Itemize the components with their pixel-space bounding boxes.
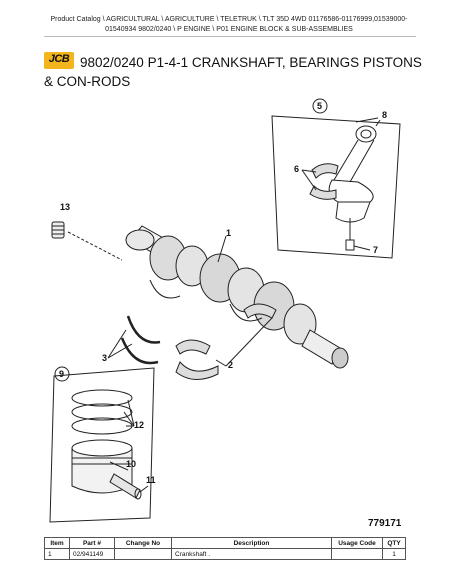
parts-diagram: 5 9 1 2 3 6 7 8 10 11 12 13	[40, 90, 420, 530]
row-description: Crankshaft .	[171, 548, 332, 560]
breadcrumb-line-1[interactable]: Product Catalog \ AGRICULTURAL \ AGRICUL…	[50, 16, 408, 23]
header-change: Change No	[114, 537, 172, 549]
header-divider	[44, 36, 416, 37]
connecting-rod-drawing	[328, 117, 379, 251]
row-part-number[interactable]: 02/941149	[69, 548, 115, 560]
callout-9[interactable]: 9	[59, 369, 65, 379]
callout-5-circle	[312, 98, 328, 114]
breadcrumb-line-2[interactable]: 01540934 9802/0240 \ P ENGINE \ P01 ENGI…	[105, 25, 353, 33]
table-row[interactable]: 1 02/941149 Crankshaft . 1	[44, 548, 406, 560]
callout-7[interactable]: 7	[373, 245, 379, 255]
header-item: Item	[44, 537, 70, 549]
row-change-no	[114, 548, 172, 560]
page-title: 9802/0240 P1-4-1 CRANKSHAFT, BEARINGS PI…	[44, 55, 422, 89]
callout-8[interactable]: 8	[382, 110, 388, 120]
callout-13[interactable]: 13	[60, 202, 71, 212]
header-usage: Usage Code	[331, 537, 383, 549]
figure-number: 779171	[368, 518, 402, 529]
row-item: 1	[44, 548, 70, 560]
breadcrumb: Product Catalog \ AGRICULTURAL \ AGRICUL…	[44, 15, 414, 34]
callout-1[interactable]: 1	[226, 228, 232, 238]
row-usage-code	[331, 548, 383, 560]
header-description: Description	[171, 537, 332, 549]
parts-diagram-drawing	[49, 98, 401, 523]
header-part: Part #	[69, 537, 115, 549]
callout-5[interactable]: 5	[317, 101, 323, 111]
conrod-inset-box	[271, 115, 401, 259]
callout-9-circle	[54, 366, 70, 382]
callout-11[interactable]: 11	[146, 475, 156, 485]
callout-3[interactable]: 3	[102, 353, 108, 363]
callout-10[interactable]: 10	[126, 459, 137, 469]
parts-table-header: Item Part # Change No Description Usage …	[44, 537, 406, 549]
row-qty: 1	[382, 548, 406, 560]
callout-6[interactable]: 6	[294, 164, 300, 174]
parts-table: Item Part # Change No Description Usage …	[44, 537, 406, 560]
callout-2[interactable]: 2	[228, 360, 234, 370]
piston-inset-box	[49, 367, 155, 523]
crankshaft-drawing	[125, 225, 349, 369]
header-qty: QTY	[382, 537, 406, 549]
callout-12[interactable]: 12	[134, 420, 145, 430]
logo-text: JCB	[48, 53, 70, 65]
jcb-logo: JCB	[44, 52, 74, 69]
